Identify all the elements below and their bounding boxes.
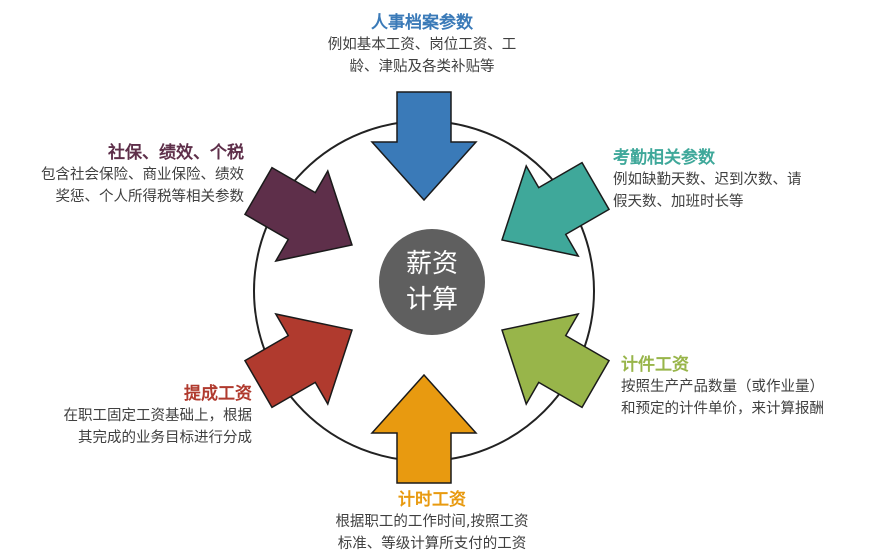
desc-commission-line2: 其完成的业务目标进行分成	[78, 430, 252, 446]
title-timewage: 计时工资	[398, 490, 466, 510]
arrow-piecework	[501, 312, 611, 409]
label-commission: 提成工资 在职工固定工资基础上，根据 其完成的业务目标进行分成	[64, 383, 253, 449]
label-insurance: 社保、绩效、个税 包含社会保险、商业保险、绩效 奖惩、个人所得税等相关参数	[41, 142, 244, 208]
desc-timewage-line1: 根据职工的工作时间,按照工资	[335, 514, 529, 530]
desc-piecework-line1: 按照生产产品数量（或作业量）	[621, 379, 824, 395]
label-personnel: 人事档案参数 例如基本工资、岗位工资、工 龄、津贴及各类补贴等	[292, 12, 552, 78]
desc-personnel-line1: 例如基本工资、岗位工资、工	[327, 37, 517, 53]
desc-commission-line1: 在职工固定工资基础上，根据	[63, 408, 253, 424]
arrow-commission	[243, 312, 353, 409]
desc-attendance-line2: 假天数、加班时长等	[613, 194, 744, 210]
center-circle	[379, 229, 485, 335]
title-attendance: 考勤相关参数	[613, 148, 715, 168]
arrow-attendance	[501, 161, 611, 258]
center-label-line2: 计算	[406, 285, 458, 315]
desc-insurance-line1: 包含社会保险、商业保险、绩效	[41, 167, 244, 183]
arrow-personnel	[370, 91, 478, 202]
label-piecework: 计件工资 按照生产产品数量（或作业量） 和预定的计件单价，来计算报酬	[621, 354, 824, 420]
label-attendance: 考勤相关参数 例如缺勤天数、迟到次数、请 假天数、加班时长等	[613, 147, 802, 213]
arrow-insurance	[243, 166, 353, 263]
title-insurance: 社保、绩效、个税	[108, 143, 244, 163]
desc-piecework-line2: 和预定的计件单价，来计算报酬	[621, 401, 824, 417]
desc-personnel-line2: 龄、津贴及各类补贴等	[349, 59, 495, 75]
desc-insurance-line2: 奖惩、个人所得税等相关参数	[55, 189, 245, 205]
title-commission: 提成工资	[184, 384, 252, 404]
label-timewage: 计时工资 根据职工的工作时间,按照工资 标准、等级计算所支付的工资	[302, 489, 562, 555]
title-personnel: 人事档案参数	[371, 13, 473, 33]
arrow-timewage	[370, 373, 478, 484]
title-piecework: 计件工资	[621, 355, 689, 375]
desc-attendance-line1: 例如缺勤天数、迟到次数、请	[613, 172, 802, 188]
desc-timewage-line2: 标准、等级计算所支付的工资	[337, 536, 527, 552]
center-label-line1: 薪资	[406, 249, 458, 279]
